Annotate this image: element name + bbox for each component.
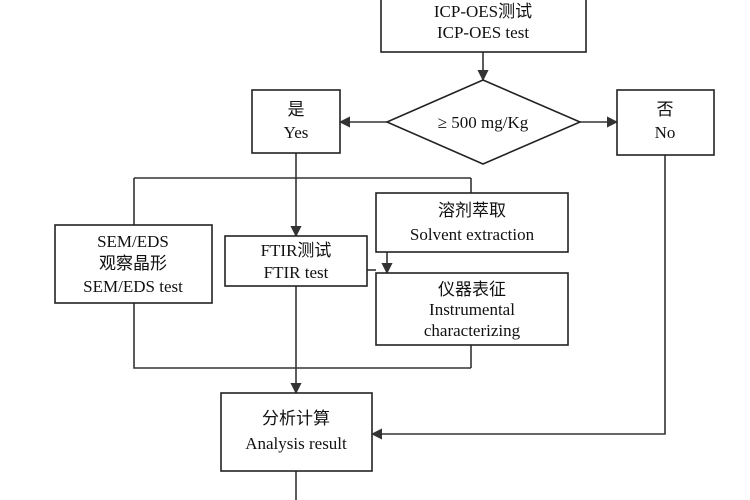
instrument-en1-label: Instrumental [429,300,515,319]
decision-label: ≥ 500 mg/Kg [438,113,529,132]
sem-line1-label: SEM/EDS [97,232,169,251]
no-en-label: No [655,123,676,142]
analysis-result-box: 分析计算 Analysis result [220,392,373,472]
analysis-zh-label: 分析计算 [262,409,330,428]
solvent-en-label: Solvent extraction [410,225,535,244]
sem-zh-label: 观察晶形 [99,254,167,273]
instrument-en2-label: characterizing [424,321,521,340]
decision-diamond: ≥ 500 mg/Kg [385,79,583,165]
instrument-zh-label: 仪器表征 [438,280,506,299]
instrumental-characterizing-box: 仪器表征 Instrumental characterizing [375,272,569,346]
solvent-extraction-box: 溶剂萃取 Solvent extraction [375,192,569,253]
yes-en-label: Yes [284,123,309,142]
yes-box: 是 Yes [251,89,341,154]
no-box: 否 No [616,89,715,156]
no-zh-label: 否 [657,100,674,119]
ftir-box: FTIR测试 FTIR test [224,235,368,287]
arrow-no-to-analysis [370,155,666,440]
icp-en-label: ICP-OES test [437,23,529,42]
yes-zh-label: 是 [288,100,305,119]
icp-oes-test-box: ICP-OES测试 ICP-OES test [380,0,587,53]
icp-zh-label: ICP-OES测试 [434,2,532,21]
sem-en-label: SEM/EDS test [83,277,183,296]
solvent-zh-label: 溶剂萃取 [438,201,506,220]
analysis-en-label: Analysis result [245,434,347,453]
sem-eds-box: SEM/EDS 观察晶形 SEM/EDS test [54,224,213,304]
ftir-zh-label: FTIR测试 [261,241,332,260]
ftir-en-label: FTIR test [264,263,329,282]
